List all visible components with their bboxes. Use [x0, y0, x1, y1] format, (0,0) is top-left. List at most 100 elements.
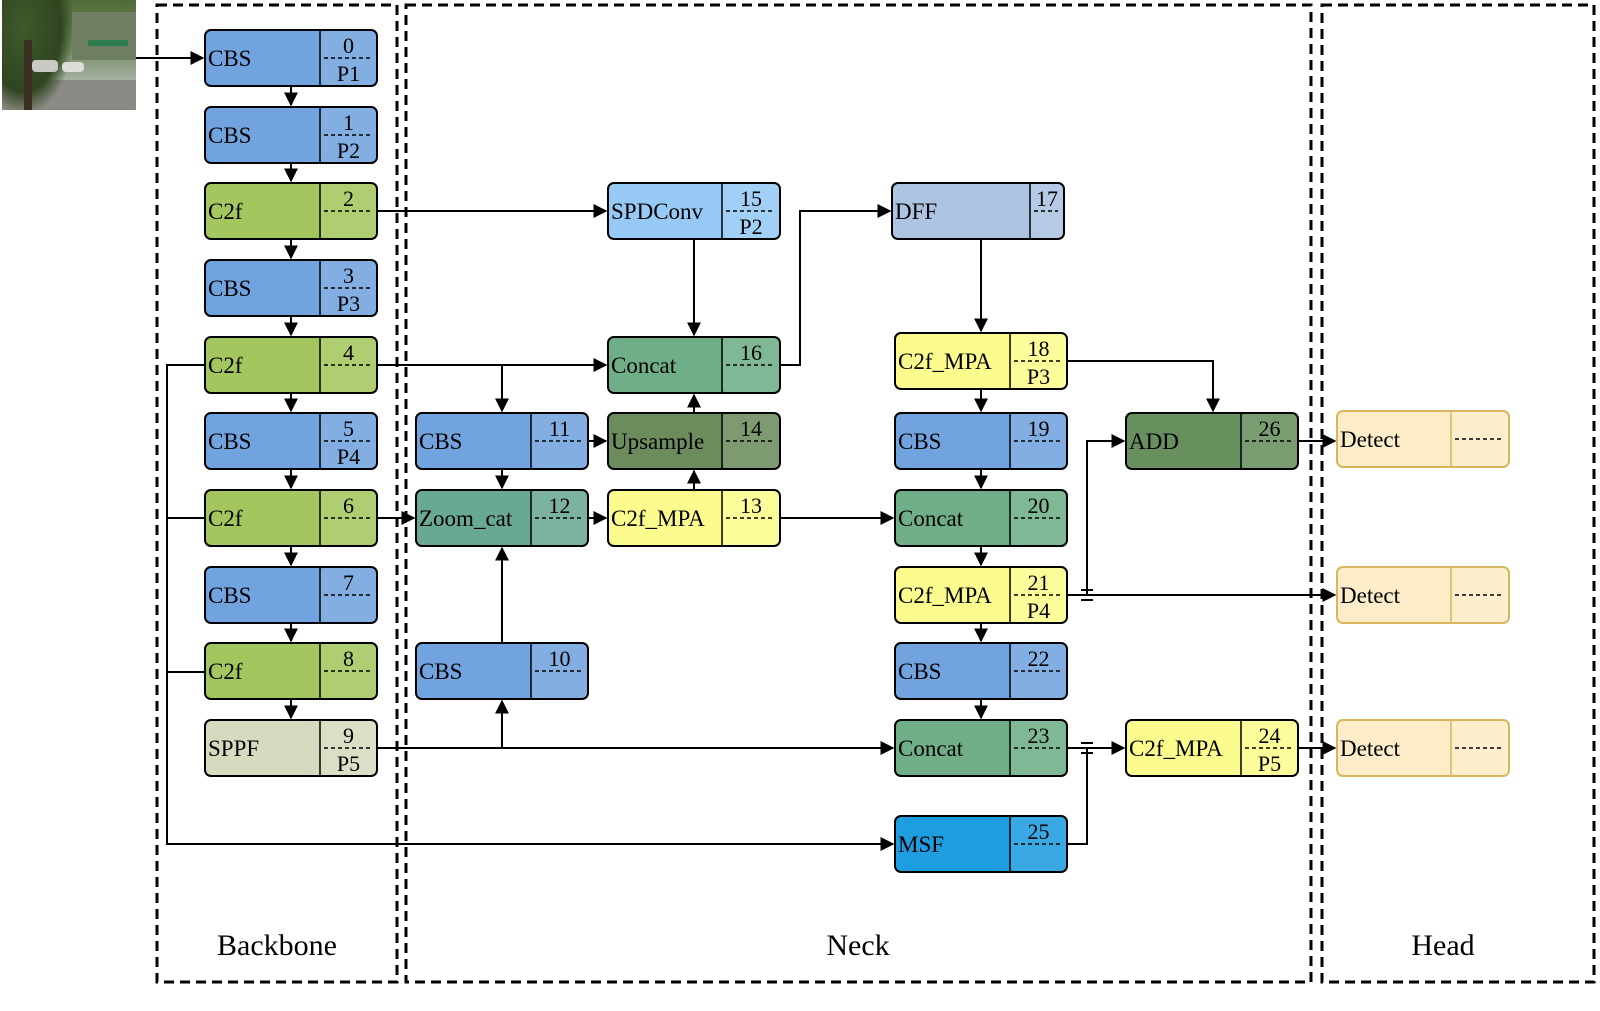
node-index: 25 — [1028, 819, 1050, 844]
node-index: 14 — [740, 416, 762, 441]
node-box — [204, 489, 378, 547]
node-box — [415, 642, 589, 700]
node-detect-d2: Detect — [1336, 566, 1510, 624]
node-box — [894, 815, 1068, 873]
edge-4-to-11 — [377, 364, 509, 413]
node-index: 24 — [1259, 723, 1281, 748]
section-label-backbone: Backbone — [217, 929, 337, 962]
edge-25-to-24 — [1067, 748, 1088, 845]
node-index: 11 — [549, 416, 570, 441]
node-label: Concat — [898, 736, 964, 761]
node-label: CBS — [208, 46, 251, 71]
node-index: 4 — [343, 340, 354, 365]
node-label: MSF — [898, 832, 944, 857]
edge-21-to-26 — [1086, 434, 1126, 595]
node-upsample-14: Upsample 14 — [607, 412, 781, 470]
node-scale: P4 — [337, 444, 360, 469]
node-label: C2f_MPA — [898, 583, 992, 608]
node-index: 20 — [1028, 493, 1050, 518]
edge-4-to-25 — [166, 364, 895, 851]
node-box — [204, 29, 378, 87]
node-sppf-9: SPPF 9P5 — [204, 719, 378, 777]
node-index: 15 — [740, 186, 762, 211]
node-label: Detect — [1340, 427, 1401, 452]
node-index: 19 — [1028, 416, 1050, 441]
node-box — [204, 336, 378, 394]
node-box — [1336, 719, 1510, 777]
node-scale: P2 — [739, 214, 762, 239]
node-label: Detect — [1340, 583, 1401, 608]
node-index: 2 — [343, 186, 354, 211]
node-label: CBS — [419, 659, 462, 684]
node-index: 3 — [343, 263, 354, 288]
node-box — [894, 719, 1068, 777]
node-box — [415, 489, 589, 547]
node-box — [1336, 566, 1510, 624]
node-label: CBS — [208, 583, 251, 608]
node-index: 7 — [343, 570, 354, 595]
node-label: C2f — [208, 353, 243, 378]
node-scale: P3 — [1027, 364, 1050, 389]
node-box — [415, 412, 589, 470]
node-index: 21 — [1028, 570, 1050, 595]
node-label: CBS — [208, 276, 251, 301]
node-index: 13 — [740, 493, 762, 518]
node-box — [607, 412, 781, 470]
connection-lines — [136, 51, 1337, 851]
node-label: C2f — [208, 506, 243, 531]
node-box — [204, 259, 378, 317]
node-index: 5 — [343, 416, 354, 441]
node-msf-25: MSF 25 — [894, 815, 1068, 873]
backbone-frame — [155, 3, 399, 984]
node-cbs-5: CBS 5P4 — [204, 412, 378, 470]
node-label: CBS — [208, 429, 251, 454]
node-cbs-7: CBS 7 — [204, 566, 378, 624]
node-box — [204, 566, 378, 624]
node-detect-d3: Detect — [1336, 719, 1510, 777]
node-label: C2f — [208, 199, 243, 224]
node-box — [894, 566, 1068, 624]
node-label: CBS — [208, 123, 251, 148]
node-box — [894, 332, 1068, 390]
node-box — [204, 412, 378, 470]
node-box — [607, 182, 781, 240]
node-id-panel — [1030, 184, 1063, 238]
node-box — [894, 489, 1068, 547]
node-label: SPPF — [208, 736, 259, 761]
node-label: C2f_MPA — [898, 349, 992, 374]
diagram-nodes: CBS0P1CBS1P2C2f2CBS3P3C2f4CBS5P4C2f6CBS7… — [204, 29, 1510, 873]
node-label: ADD — [1129, 429, 1179, 454]
node-box — [204, 106, 378, 164]
node-label: Concat — [898, 506, 964, 531]
node-label: DFF — [895, 199, 937, 224]
node-label: C2f_MPA — [1129, 736, 1223, 761]
node-label: Upsample — [611, 429, 704, 454]
node-concat-20: Concat 20 — [894, 489, 1068, 547]
node-scale: P4 — [1027, 598, 1050, 623]
neck-frame — [404, 3, 1313, 984]
node-box — [607, 489, 781, 547]
node-label: Detect — [1340, 736, 1401, 761]
node-label: C2f — [208, 659, 243, 684]
section-label-neck: Neck — [826, 929, 889, 962]
node-scale: P2 — [337, 138, 360, 163]
node-label: Zoom_cat — [419, 506, 513, 531]
node-box — [1125, 412, 1299, 470]
node-scale: P5 — [337, 751, 360, 776]
node-index: 9 — [343, 723, 354, 748]
edge-16-to-17 — [780, 204, 892, 366]
